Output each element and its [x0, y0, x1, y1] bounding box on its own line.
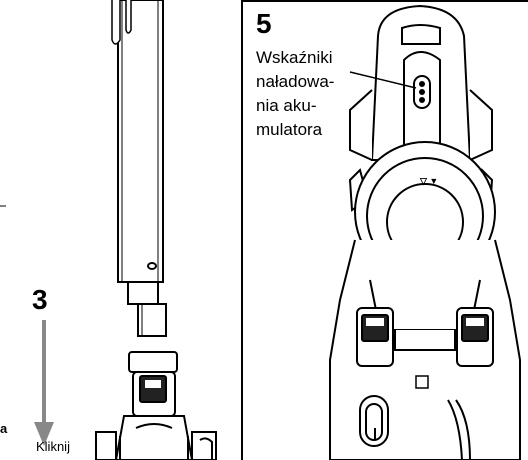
floor-nozzle-top [95, 351, 217, 460]
tube-insertion-illustration [0, 0, 217, 460]
cut-label-letter: a [0, 421, 8, 436]
callout-line: naładowa- [256, 72, 335, 91]
step-number-right: 5 [256, 8, 272, 39]
step-number-left: 3 [32, 284, 48, 315]
svg-text:▽ ▼: ▽ ▼ [419, 176, 438, 186]
battery-indicator-callout: Wskaźniki naładowa- nia aku- mulatora [256, 46, 337, 142]
callout-line: mulatora [256, 120, 323, 139]
vacuum-body-illustration: ▽ ▼ [329, 4, 521, 460]
step-5-panel [241, 0, 528, 460]
callout-line: nia aku- [256, 96, 317, 115]
extension-tube [111, 0, 167, 337]
down-arrow-icon [34, 320, 54, 446]
cut-label-word: Kliknij [36, 440, 70, 454]
callout-line: Wskaźniki [256, 48, 333, 67]
